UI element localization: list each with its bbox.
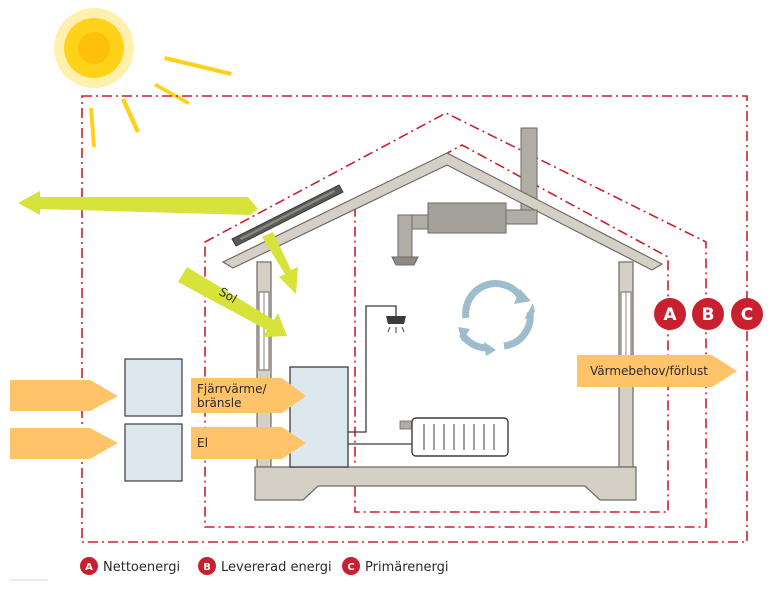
arrow-solar-through-roof: [262, 232, 298, 294]
arrow-heat-loss: [577, 355, 737, 387]
heat-unit: [289, 366, 349, 468]
svg-text:Levererad energi: Levererad energi: [221, 560, 332, 575]
svg-text:B: B: [702, 305, 715, 325]
arrow-sol: [178, 267, 287, 337]
radiator-icon: [399, 417, 509, 457]
badge-c: C: [731, 298, 763, 330]
svg-text:B: B: [203, 562, 211, 573]
badge-b: B: [692, 298, 724, 330]
svg-text:A: A: [85, 562, 93, 573]
supply-panel-top: [124, 358, 183, 417]
svg-text:C: C: [741, 305, 753, 325]
label-heat-loss: Värmebehov/förlust: [590, 364, 708, 378]
label-district-heating-1: Fjärrvärme/: [197, 382, 267, 396]
svg-text:Nettoenergi: Nettoenergi: [103, 560, 180, 575]
arrow-in-district-outside: [10, 380, 118, 411]
supply-panel-bottom: [124, 423, 183, 482]
legend-item-a: A Nettoenergi: [80, 557, 180, 575]
svg-text:A: A: [663, 305, 677, 325]
legend: A Nettoenergi B Levererad energi C Primä…: [10, 557, 448, 581]
legend-item-c: C Primärenergi: [342, 557, 448, 575]
arrow-in-el-outside: [10, 428, 118, 459]
label-electricity: El: [197, 436, 208, 450]
ventilation-unit: [391, 202, 538, 266]
arrow-solar-reflected: [18, 191, 258, 215]
arrow-district-heating: [191, 378, 306, 413]
legend-item-b: B Levererad energi: [198, 557, 332, 575]
arrow-electricity: [191, 427, 306, 459]
sun-icon: [54, 8, 134, 88]
air-circulation-arrowheads: [458, 289, 535, 356]
sun-rays: [89, 56, 232, 147]
label-district-heating-2: bränsle: [197, 396, 241, 410]
badge-a: A: [654, 298, 686, 330]
house-roof: [221, 152, 664, 271]
shower-icon: [348, 305, 406, 433]
house-foundation: [254, 466, 637, 501]
svg-text:C: C: [347, 562, 354, 573]
svg-text:Primärenergi: Primärenergi: [365, 560, 448, 575]
